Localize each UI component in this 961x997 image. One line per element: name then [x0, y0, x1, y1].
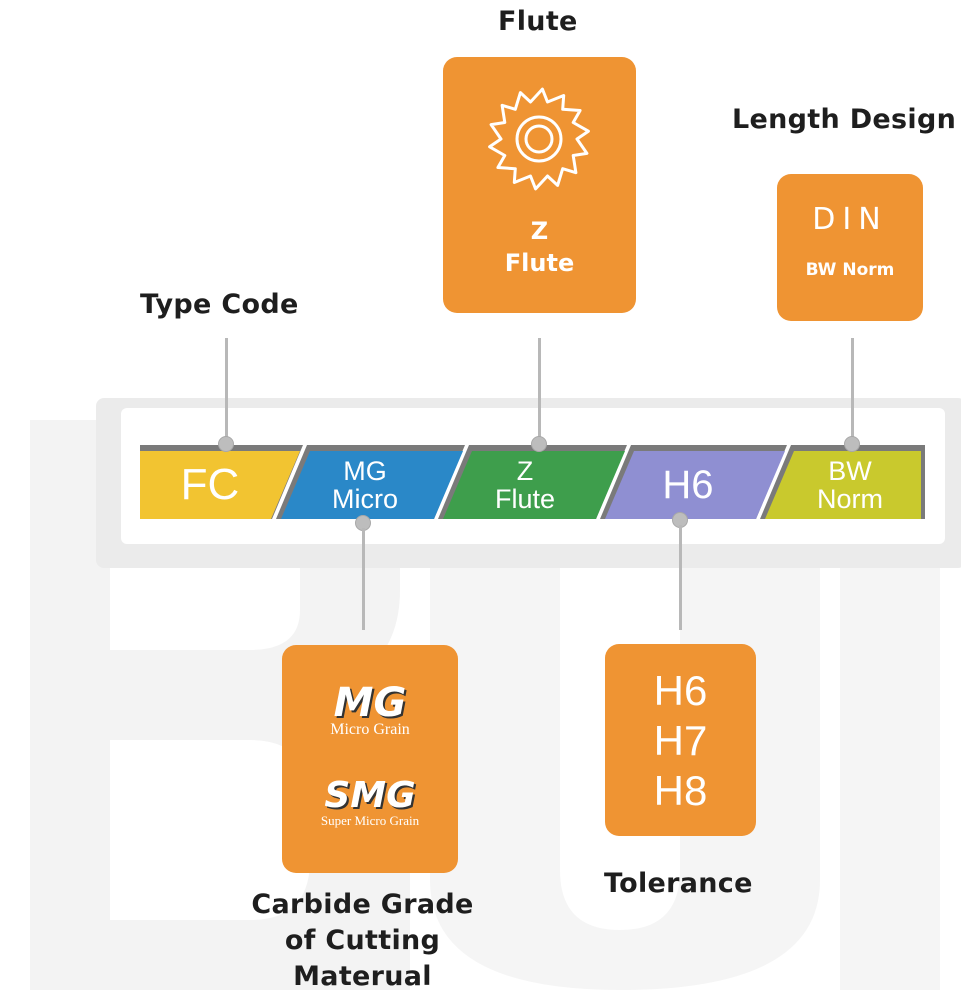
connector-type-code: [225, 338, 228, 444]
segment-h6: [605, 451, 785, 519]
tolerance-card: H6 H7 H8: [605, 644, 756, 836]
segment-h6-label: H6: [662, 463, 714, 507]
gear-blade-icon: [488, 87, 590, 191]
connector-dot-flute: [531, 436, 547, 452]
carbide-grade-heading: Carbide Grade of Cutting Materual: [251, 889, 474, 992]
segment-fc: [140, 451, 300, 519]
segment-mg: [281, 451, 463, 519]
segment-bw: [765, 451, 921, 519]
connector-flute: [538, 338, 541, 444]
length-design-card: DIN BW Norm: [777, 174, 923, 321]
tolerance-h8: H8: [653, 767, 708, 814]
tolerance-heading: Tolerance: [604, 868, 753, 899]
flute-card: Z Flute: [443, 57, 636, 313]
tolerance-h6: H6: [653, 667, 708, 714]
flute-heading: Flute: [498, 6, 578, 37]
connector-dot-type-code: [218, 436, 234, 452]
segment-z: [443, 451, 625, 519]
length-design-heading: Length Design: [732, 104, 957, 135]
connector-grade: [362, 528, 365, 630]
segment-fc-label: FC: [180, 459, 240, 509]
connector-length: [851, 338, 854, 444]
connector-dot-length: [844, 436, 860, 452]
connector-tolerance: [679, 525, 682, 630]
flute-card-line1: Z: [530, 217, 549, 245]
length-card-norm: BW Norm: [805, 260, 895, 280]
tolerance-h7: H7: [653, 717, 708, 764]
type-code-heading: Type Code: [140, 289, 299, 320]
saw-teeth: [488, 87, 590, 191]
carbide-grade-card: MG Micro Grain SMG Super Micro Grain: [282, 645, 458, 873]
grade-mg-logo: MG Micro Grain: [330, 680, 410, 738]
length-card-din: DIN: [812, 202, 888, 237]
grade-smg-logo: SMG Super Micro Grain: [320, 775, 420, 829]
flute-card-line2: Flute: [504, 249, 575, 277]
